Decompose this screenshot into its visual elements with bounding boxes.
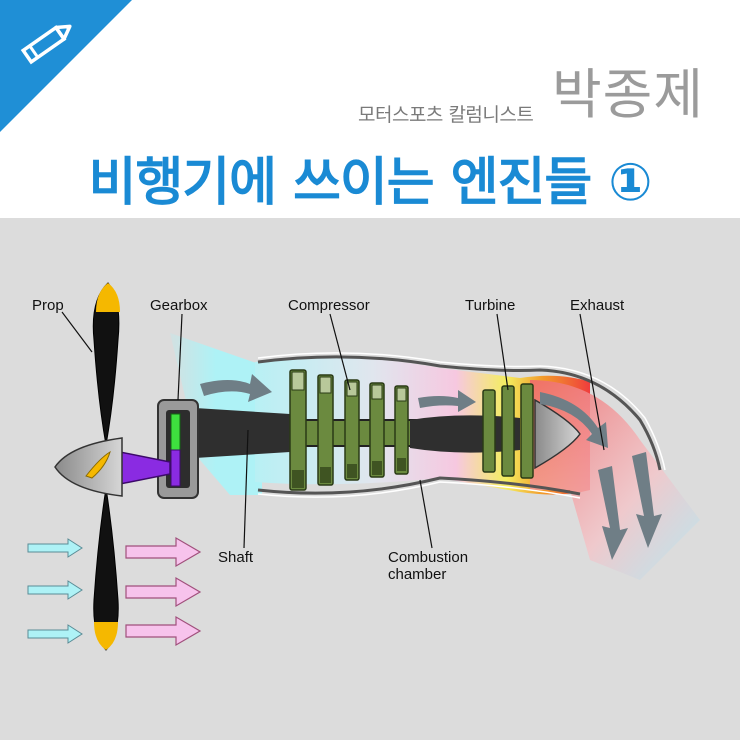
gearbox-gear-green xyxy=(170,413,181,451)
label-combustion-line1: Combustion xyxy=(388,549,469,566)
corner-badge xyxy=(0,0,132,132)
compressor-stages xyxy=(289,369,409,491)
author-name: 박종제 xyxy=(552,63,705,126)
casing-bottom xyxy=(257,476,581,496)
label-shaft: Shaft xyxy=(218,549,254,566)
spinner xyxy=(54,437,123,497)
engine-illustration xyxy=(27,282,700,651)
label-gearbox: Gearbox xyxy=(150,297,208,314)
pencil-icon xyxy=(20,24,72,65)
header: 모터스포츠 칼럼니스트 박종제 비행기에 쓰이는 엔진들 ① xyxy=(0,0,740,218)
leader-lines xyxy=(61,311,605,549)
propeller xyxy=(54,282,123,651)
turboprop-diagram: Prop Gearbox Compressor Turbine Exhaust … xyxy=(0,218,740,740)
turbine-stages xyxy=(482,383,534,479)
page-title: 비행기에 쓰이는 엔진들 ① xyxy=(88,153,653,213)
casing-top xyxy=(257,355,662,471)
casing-bottom-highlight xyxy=(257,481,581,499)
author-subtitle: 모터스포츠 칼럼니스트 xyxy=(358,104,534,126)
label-turbine: Turbine xyxy=(465,297,516,314)
casing-top-highlight xyxy=(257,352,666,471)
spinner-blade-root xyxy=(85,450,111,479)
gearbox-gear-purple xyxy=(170,449,181,487)
label-exhaust: Exhaust xyxy=(570,297,625,314)
exhaust-cone xyxy=(534,398,581,470)
shaft-housing xyxy=(195,408,290,458)
flow-arrows xyxy=(200,374,662,560)
prop-tip-top xyxy=(96,283,120,312)
label-combustion-line2: chamber xyxy=(388,566,447,583)
intake-arrows xyxy=(27,538,83,644)
prop-tip-bottom xyxy=(94,622,118,650)
label-prop: Prop xyxy=(32,297,64,314)
label-compressor: Compressor xyxy=(288,297,370,314)
thrust-arrows xyxy=(125,536,202,647)
